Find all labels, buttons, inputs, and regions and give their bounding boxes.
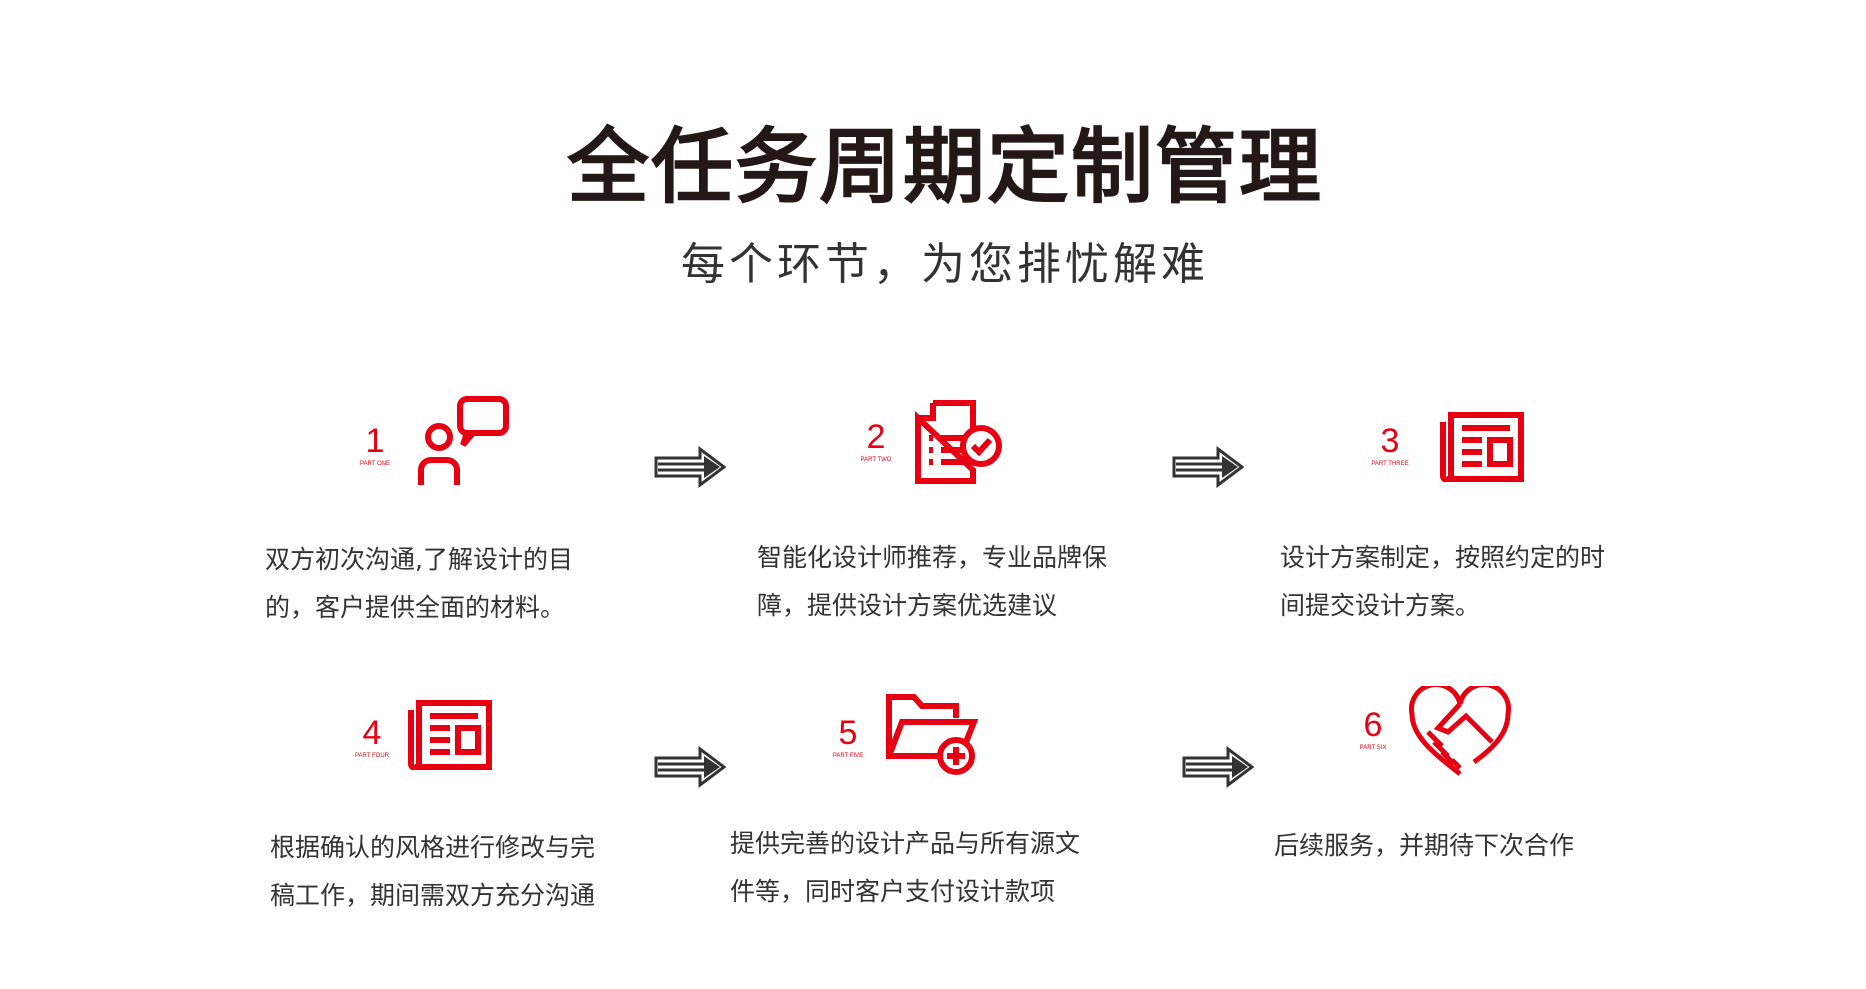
step-digit: 2 (866, 418, 886, 456)
arrow-right-icon (1172, 446, 1244, 488)
step-digit: 5 (838, 714, 858, 752)
arrow-right-icon (654, 746, 726, 788)
step-description-5: 提供完善的设计产品与所有源文件等，同时客户支付设计款项 (730, 820, 1080, 916)
desc-line: 智能化设计师推荐，专业品牌保 (757, 543, 1108, 572)
step-description-6: 后续服务，并期待下次合作 (1274, 822, 1574, 870)
desc-line: 间提交设计方案。 (1280, 591, 1481, 620)
document-check-icon (915, 400, 1002, 484)
desc-line: 障，提供设计方案优选建议 (757, 591, 1058, 620)
desc-line: 稿工作，期间需双方充分沟通 (270, 881, 596, 910)
step-digit: 6 (1363, 706, 1383, 744)
step-digit: 3 (1380, 422, 1400, 460)
step-part-label: PART FOUR (354, 753, 389, 759)
desc-line: 设计方案制定，按照约定的时 (1280, 543, 1606, 572)
newspaper-icon (408, 700, 492, 770)
step-description-2: 智能化设计师推荐，专业品牌保障，提供设计方案优选建议 (757, 534, 1107, 630)
step-part-label: PART FIVE (832, 753, 864, 759)
step-part-label: PART THREE (1371, 461, 1409, 467)
desc-line: 双方初次沟通,了解设计的目 (265, 545, 573, 574)
desc-line: 件等，同时客户支付设计款项 (730, 877, 1056, 906)
consultation-icon (418, 396, 509, 485)
step-part-label: PART TWO (860, 457, 892, 463)
desc-line: 的，客户提供全面的材料。 (265, 593, 566, 622)
desc-line: 后续服务，并期待下次合作 (1274, 831, 1575, 860)
handshake-heart-icon (1409, 686, 1511, 776)
folder-add-icon (886, 694, 979, 775)
step-part-label: PART ONE (359, 461, 390, 467)
step-description-1: 双方初次沟通,了解设计的目的，客户提供全面的材料。 (265, 536, 573, 632)
newspaper-icon (1440, 412, 1524, 482)
arrow-right-icon (1182, 746, 1254, 788)
step-part-label: PART SIX (1359, 745, 1387, 751)
step-digit: 4 (362, 714, 382, 752)
page-subtitle: 每个环节，为您排忧解难 (681, 239, 1209, 290)
step-digit: 1 (365, 422, 385, 460)
desc-line: 根据确认的风格进行修改与完 (270, 833, 596, 862)
arrow-right-icon (654, 446, 726, 488)
page-title: 全任务周期定制管理 (566, 119, 1323, 215)
step-description-3: 设计方案制定，按照约定的时间提交设计方案。 (1280, 534, 1605, 630)
step-description-4: 根据确认的风格进行修改与完稿工作，期间需双方充分沟通 (270, 824, 595, 920)
desc-line: 提供完善的设计产品与所有源文 (730, 829, 1081, 858)
